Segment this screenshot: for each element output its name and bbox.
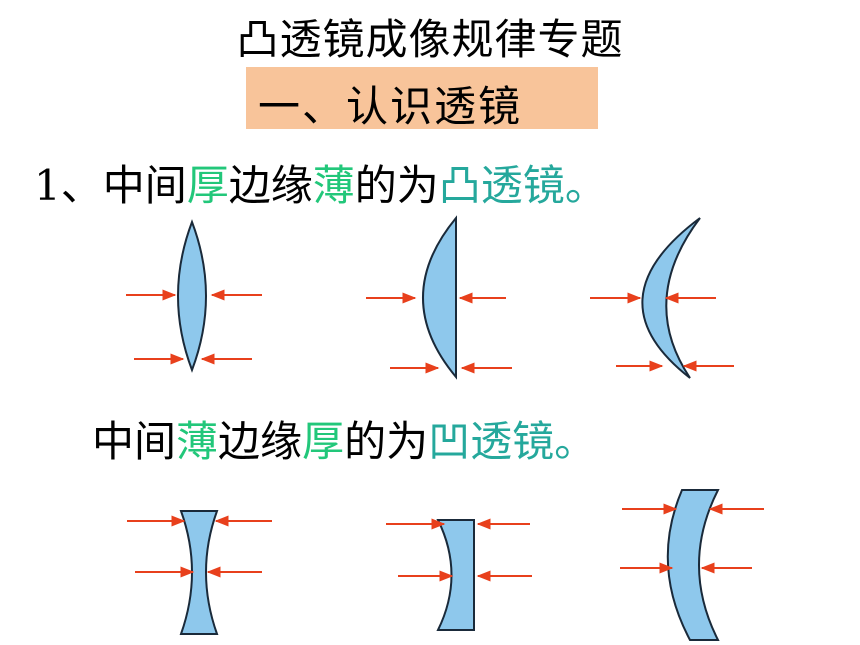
plano-convex-lens <box>366 215 512 380</box>
concave-def-mid1: 边缘 <box>218 417 303 466</box>
section-heading: 一、认识透镜 <box>258 82 523 131</box>
concave-def-mid2: 的为 <box>344 417 429 466</box>
convex-def-term: 凸透镜 <box>438 161 565 210</box>
convex-def-prefix: 1、中间 <box>34 161 187 210</box>
concave-def-thick: 厚 <box>302 417 345 466</box>
page-title: 凸透镜成像规律专题 <box>236 15 624 64</box>
plano-concave-lens <box>386 518 532 631</box>
concave-def-end: 。 <box>554 417 597 466</box>
convex-def-end: 。 <box>564 161 607 210</box>
biconvex-lens <box>126 219 262 373</box>
convex-def-thick: 厚 <box>186 161 229 210</box>
convex-def-mid1: 边缘 <box>228 161 313 210</box>
convex-meniscus-lens <box>590 217 734 379</box>
concave-meniscus-lens <box>620 489 764 641</box>
convex-def-thin: 薄 <box>312 161 355 210</box>
biconcave-lens <box>127 510 272 635</box>
section-heading-box <box>246 67 598 129</box>
concave-definition: 中间薄边缘厚的为凹透镜。 <box>92 408 596 469</box>
convex-definition: 1、中间厚边缘薄的为凸透镜。 <box>34 152 607 213</box>
concave-def-prefix: 中间 <box>92 417 177 466</box>
convex-def-mid2: 的为 <box>354 161 439 210</box>
concave-def-term: 凹透镜 <box>428 417 555 466</box>
concave-def-thin: 薄 <box>176 417 219 466</box>
